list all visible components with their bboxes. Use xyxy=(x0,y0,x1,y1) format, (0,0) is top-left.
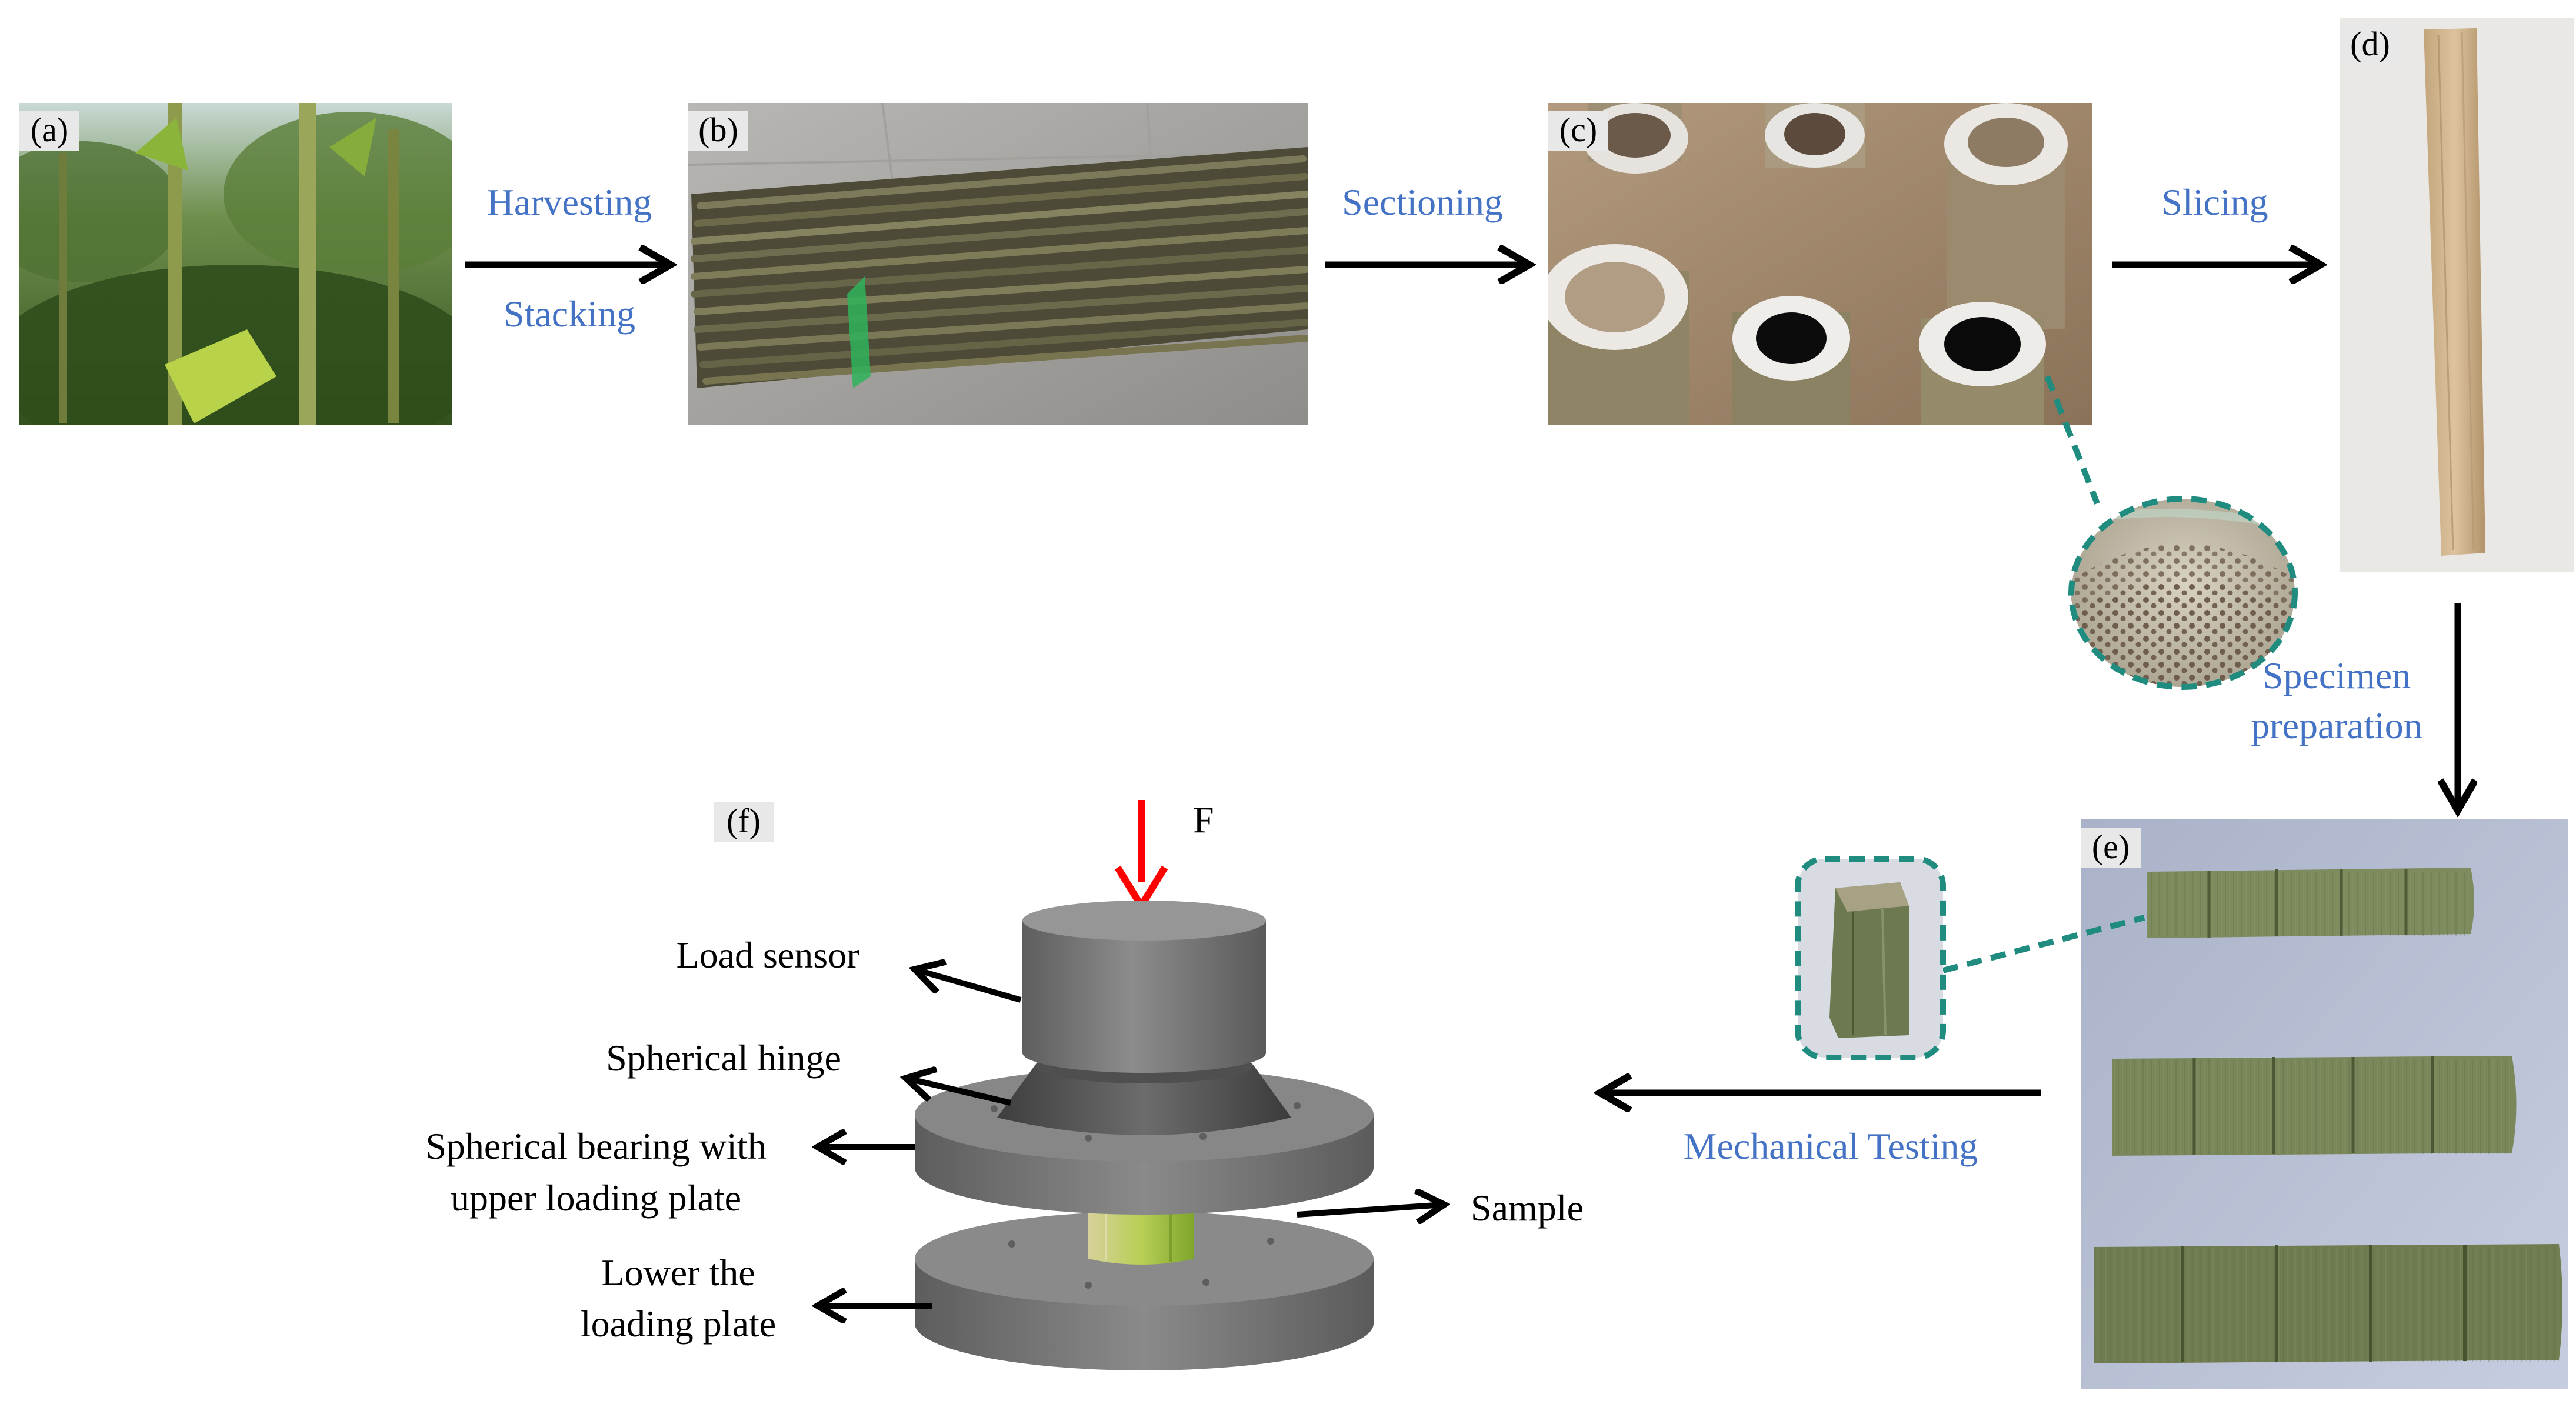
panel-label-a: (a) xyxy=(19,111,79,151)
specimen-zoom xyxy=(1795,856,1946,1060)
photo-bamboo-sections xyxy=(1548,103,2092,425)
label-bearing-line2: upper loading plate xyxy=(451,1177,741,1219)
svg-text:(b): (b) xyxy=(698,111,738,149)
step-label-preparation: preparation xyxy=(2251,705,2422,746)
label-spherical-hinge: Spherical hinge xyxy=(606,1037,841,1079)
step-label-sectioning: Sectioning xyxy=(1342,181,1503,223)
step-label-harvesting: Harvesting xyxy=(487,181,652,223)
panel-label-b: (b) xyxy=(688,111,748,151)
step-label-mechanical-testing: Mechanical Testing xyxy=(1684,1125,1978,1167)
label-lower-line2: loading plate xyxy=(581,1303,776,1345)
label-bearing-line1: Spherical bearing with xyxy=(425,1125,766,1167)
panel-label-d: (d) xyxy=(2340,25,2400,65)
step-label-slicing: Slicing xyxy=(2161,181,2268,223)
label-sample: Sample xyxy=(1471,1187,1584,1229)
pointer-load-sensor xyxy=(915,969,1022,1003)
tube-bottom-mid xyxy=(1732,296,1850,425)
panel-label-c: (c) xyxy=(1548,111,1608,151)
specimen-row-2 xyxy=(2112,1056,2517,1156)
zoom-connector-line xyxy=(2044,375,2100,505)
specimen-row-3 xyxy=(2094,1244,2562,1363)
step-label-specimen: Specimen xyxy=(2262,655,2411,696)
label-lower-line1: Lower the xyxy=(601,1252,755,1293)
photo-bamboo-forest xyxy=(19,103,452,425)
panel-label-e: (e) xyxy=(2081,828,2141,868)
force-arrow xyxy=(1114,800,1168,913)
photo-bamboo-stack xyxy=(688,103,1308,425)
specimen-row-1 xyxy=(2147,868,2474,938)
testing-apparatus xyxy=(915,901,1374,1370)
pointer-sample xyxy=(1297,1205,1444,1215)
force-label: F xyxy=(1193,799,1214,841)
specimen-zoom-connector xyxy=(1942,915,2145,973)
tube-bottom-right xyxy=(1919,302,2046,425)
tube-top-mid xyxy=(1765,103,1865,168)
svg-text:(c): (c) xyxy=(1559,111,1597,149)
photo-specimens xyxy=(2081,819,2568,1389)
step-label-stacking: Stacking xyxy=(504,293,635,335)
tube-top-right xyxy=(1944,103,2068,329)
label-load-sensor: Load sensor xyxy=(676,934,859,976)
svg-text:(a): (a) xyxy=(31,111,68,149)
cross-section-zoom xyxy=(2068,496,2298,690)
svg-text:(e): (e) xyxy=(2092,828,2130,866)
svg-text:(d): (d) xyxy=(2350,25,2390,63)
svg-text:(f): (f) xyxy=(727,802,761,840)
photo-bamboo-strip xyxy=(2340,18,2574,572)
panel-label-f: (f) xyxy=(714,802,774,842)
pointer-spherical-hinge xyxy=(906,1078,1012,1106)
tube-bottom-left xyxy=(1548,244,1689,425)
load-sensor xyxy=(1022,901,1266,1073)
